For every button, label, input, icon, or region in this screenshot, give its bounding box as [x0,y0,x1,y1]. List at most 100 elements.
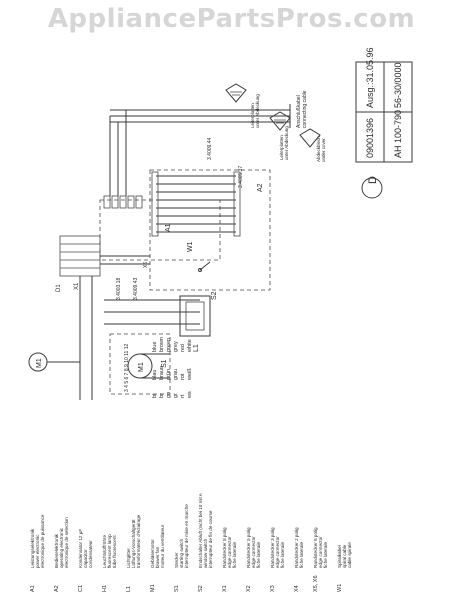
color-en-0: blue [152,342,158,352]
legend-line: cable spirale [347,542,352,568]
ref-mid: 3.4003.18 [116,278,122,300]
legend-line: fiche laterale [299,542,304,568]
legend-code: S1 [174,585,180,592]
title-code: 56-30/0000 [393,62,403,108]
color-de-4: rot [180,373,186,380]
legend-line: tube fluorescent [112,535,117,568]
central-wiring: 3.4003.18 L1 S2 M1 3 4 5 6 7 8 9 10 11 1… [28,261,218,400]
legend-line: Gebläsemotor [150,539,155,568]
legend-line: edge connector [227,536,232,568]
legend-line: window switch [203,538,208,568]
supply-cable: Anschlußkabel connecting cable 3.4009.44 [110,90,308,160]
motor-terms: 3 4 5 6 7 8 9 10 11 12 [124,343,130,392]
supply-label-1: Anschlußkabel [296,95,302,128]
legend-line: Leistungselektronik [30,528,35,568]
title-date: Ausg.:31.05.96 [365,47,375,108]
ground-label-3a: Abdeckblech [316,136,321,162]
legend-line: starting switch [179,538,184,568]
legend-line: edge connector [318,536,323,568]
color-code-0: bl [152,394,158,398]
legend-code: A2 [54,585,60,592]
legend-line: Randstecker 8 polig [222,527,227,568]
ground-label-1a: Leiterplatten [250,103,255,128]
color-code-1: br [159,393,165,398]
ground-label-3b: under cover [321,138,326,162]
legend-line: power electronic [35,534,40,568]
legend-line: Stecker [174,552,179,568]
color-de-5: weiß [187,368,193,381]
legend-line: Lüftungs-Vorschaltgerät [131,519,136,568]
legend-line: Lichtgitter [126,548,131,568]
legend-line: fiche laterale [256,542,261,568]
legend-line: moteur du ventilateur [160,524,165,568]
legend-line: fiche laterale [232,542,237,568]
legend-line: Bedienelektronik [54,533,59,568]
color-code-4: rt [180,394,186,398]
label-s1: S1 [161,359,168,368]
title-doc-number: 09001396 [365,118,375,158]
ref-low: 3.4005.37 [238,166,244,188]
sheet-letter: D [367,176,379,184]
legend-line: Randstecker 2 polig [294,527,299,568]
label-l1: L1 [193,344,200,352]
legend-code: X2 [246,585,252,592]
color-code-table: bl br gn gr rt ws blau braun grün grau r… [152,337,193,399]
legend-line: transformateur d'éclairage [136,514,141,568]
legend-code: S2 [198,585,204,592]
sheet-circle [361,177,383,199]
color-en-5: white [187,339,193,353]
title-block: 09001396 Ausg.:31.05.96 AH 100-790 56-30… [355,47,413,199]
color-en-1: brown [159,337,165,352]
legend-code: W1 [337,584,343,592]
legend-line: fiche laterale [323,542,328,568]
legend-line: Endschalter Abluft (nicht bei 10 mit A [198,492,203,568]
legend-line: Spiralkabel [337,545,342,568]
m1-label: M1 [36,358,43,368]
color-de-1: braun [159,366,165,380]
title-model: AH 100-790 [393,110,403,158]
legend-line: operating electronic [59,527,64,568]
legend-line: fluorescent lamp [107,534,112,568]
label-x6: X6 [143,262,149,268]
m1-inner-label: M1 [138,362,145,372]
legend-line: Randstecker 6 polig [313,527,318,568]
legend-line: Leuchtstoffröhre [102,534,107,568]
legend-code: L1 [126,586,132,592]
connector-block: D1 X1 [56,235,150,292]
color-de-2: grün [166,369,172,380]
color-en-2: green [166,338,172,352]
legend-code: X5, X6 [313,575,319,592]
legend-code: A1 [30,585,36,592]
legend-line: interrupteur de fin de course [208,510,213,568]
legend-line: Randstecker 5 polig [246,527,251,568]
label-a2: A2 [257,183,264,192]
legend-line: edge connector [275,536,280,568]
color-en-4: red [180,344,186,352]
board-a1: A1 3.4009.43 [99,110,221,300]
legend-code: H1 [102,585,108,592]
label-x1: X1 [74,282,80,290]
legend-line: fiche laterale [280,542,285,568]
ground-symbols: Leiterplatten unter Abdeckung Leiterplat… [225,83,326,162]
label-a1: A1 [165,223,172,232]
legend-line: condensateur [88,540,93,568]
color-en-3: grey [173,341,179,352]
legend-line: electronique de puissance [40,514,45,568]
label-s2: S2 [211,291,218,300]
legend-line: spiral cable [342,544,347,568]
legend-code: X1 [222,585,228,592]
color-code-2: gn [166,392,172,398]
ground-label-2a: Leiterplatten [279,135,284,160]
ref-a1: 3.4009.43 [133,278,139,300]
label-w1: W1 [187,241,194,252]
legend-code: X4 [294,585,300,592]
legend-line: capacitor [83,549,88,568]
ground-label-1b: unter Abdeckung [255,94,260,128]
legend-code: C1 [78,585,84,592]
color-de-0: blau [152,370,158,380]
legend-line: Randstecker 3 polig [270,527,275,568]
legend-line: blower fan [155,546,160,568]
ground-label-2b: unter Abdeckung [284,126,289,160]
